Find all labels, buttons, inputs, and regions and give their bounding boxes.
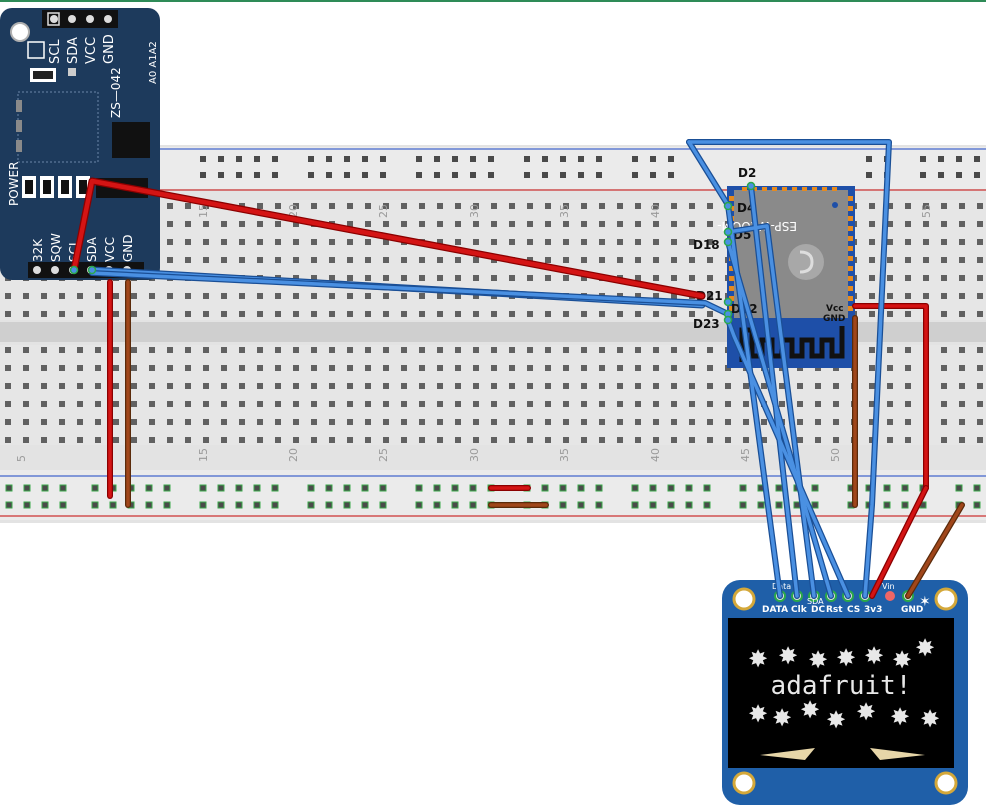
mount-hole [732, 587, 756, 611]
oled-ribbon-right [870, 748, 925, 760]
col-num: 15 [197, 448, 210, 462]
pin-label: 32K [31, 238, 45, 262]
mount-hole [732, 771, 756, 795]
bottom-power-rail [0, 470, 986, 520]
oled-ribbon-left [760, 748, 815, 760]
col-num: 30 [468, 204, 481, 218]
svg-text:✸: ✸ [800, 697, 820, 724]
mount-hole [934, 587, 958, 611]
mount-hole [10, 22, 30, 42]
svg-text:✸: ✸ [856, 699, 876, 726]
top-border [0, 0, 986, 2]
esp32-antenna [739, 326, 845, 362]
svg-text:✸: ✸ [808, 647, 828, 674]
column-numbers-bottom: 5 15 20 25 30 35 40 45 50 [15, 448, 842, 462]
oled-module: ✶ Data SDA Vin DATA Clk DC Rst CS 3v3 GN… [722, 580, 968, 805]
star-icon: ✶ [919, 593, 931, 609]
column-numbers-top: 15 20 25 30 35 40 45 50 55 [197, 204, 933, 218]
pin-label: SQW [49, 233, 63, 262]
pin-label: VCC [103, 237, 117, 262]
svg-text:✸: ✸ [890, 704, 910, 731]
pin-label: SDA [66, 37, 81, 64]
svg-text:✸: ✸ [920, 706, 940, 733]
svg-text:✸: ✸ [915, 635, 935, 662]
pin-label: DC [811, 605, 825, 615]
esp32-logo [788, 244, 824, 280]
pin-label: D2 [738, 166, 756, 180]
wires [69, 139, 965, 599]
oled-screen [728, 618, 954, 768]
col-num: 35 [558, 204, 571, 218]
pin-label: D21 [696, 289, 723, 303]
pin-label: VCC [84, 37, 99, 64]
col-num: 45 [739, 448, 752, 462]
col-num: 40 [649, 448, 662, 462]
pin-label: GND [121, 234, 135, 262]
pin-label: GND [102, 34, 117, 64]
rtc-top-pin-labels: SCL SDA VCC GND [48, 34, 117, 64]
rtc-power-label: POWER [7, 162, 21, 206]
pin-label: GND [823, 314, 845, 324]
pin-label: Vcc [826, 304, 844, 314]
col-num: 25 [377, 204, 390, 218]
col-num: 25 [377, 448, 390, 462]
svg-text:✸: ✸ [778, 643, 798, 670]
svg-text:✸: ✸ [748, 646, 768, 673]
mount-hole [934, 771, 958, 795]
pin-label: SDA [807, 597, 824, 606]
rtc-top-header [42, 10, 118, 28]
pin-label: DATA [762, 605, 788, 615]
pin-label: GND [901, 605, 923, 615]
col-num: 5 [15, 455, 28, 462]
top-power-rail [0, 147, 986, 189]
oled-stars-top: ✸✸✸✸✸✸✸ [748, 635, 935, 674]
pin-label: 3v3 [864, 605, 882, 615]
wire-endpoints [69, 181, 756, 325]
rtc-address-label: A0 A1A2 [148, 41, 159, 84]
col-num: 30 [468, 448, 481, 462]
pin-label: CS [847, 605, 860, 615]
rtc-model-label: ZS—042 [109, 67, 123, 118]
pin-label: Vin [882, 582, 895, 591]
pin-label: Rst [826, 605, 843, 615]
col-num: 20 [287, 448, 300, 462]
rtc-module: SCL SDA VCC GND ZS—042 A0 A1A2 POWER [0, 8, 160, 280]
pin-label: SCL [48, 39, 63, 64]
svg-text:✸: ✸ [836, 645, 856, 672]
pin-label: SDA [85, 236, 99, 262]
svg-text:✸: ✸ [772, 705, 792, 732]
svg-text:✸: ✸ [748, 701, 768, 728]
oled-pin-vin [885, 591, 895, 601]
svg-text:✸: ✸ [892, 647, 912, 674]
col-num: 20 [287, 204, 300, 218]
rtc-eeprom-chip [112, 122, 150, 158]
col-num: 35 [558, 448, 571, 462]
oled-screen-text: adafruit! [771, 671, 912, 701]
col-num: 40 [649, 204, 662, 218]
col-num: 15 [197, 204, 210, 218]
col-num: 55 [920, 204, 933, 218]
oled-stars-bottom: ✸✸✸✸✸✸✸ [748, 697, 940, 734]
pin-label: D23 [693, 317, 720, 331]
svg-text:✸: ✸ [864, 643, 884, 670]
svg-text:✸: ✸ [826, 707, 846, 734]
col-num: 50 [829, 448, 842, 462]
pin-label: D18 [693, 238, 720, 252]
rtc-side-pin-labels: 32K SQW SCL SDA VCC GND [31, 233, 135, 262]
pin-label: Clk [791, 605, 808, 615]
oled-pin-labels: DATA Clk DC Rst CS 3v3 GND [762, 605, 923, 615]
